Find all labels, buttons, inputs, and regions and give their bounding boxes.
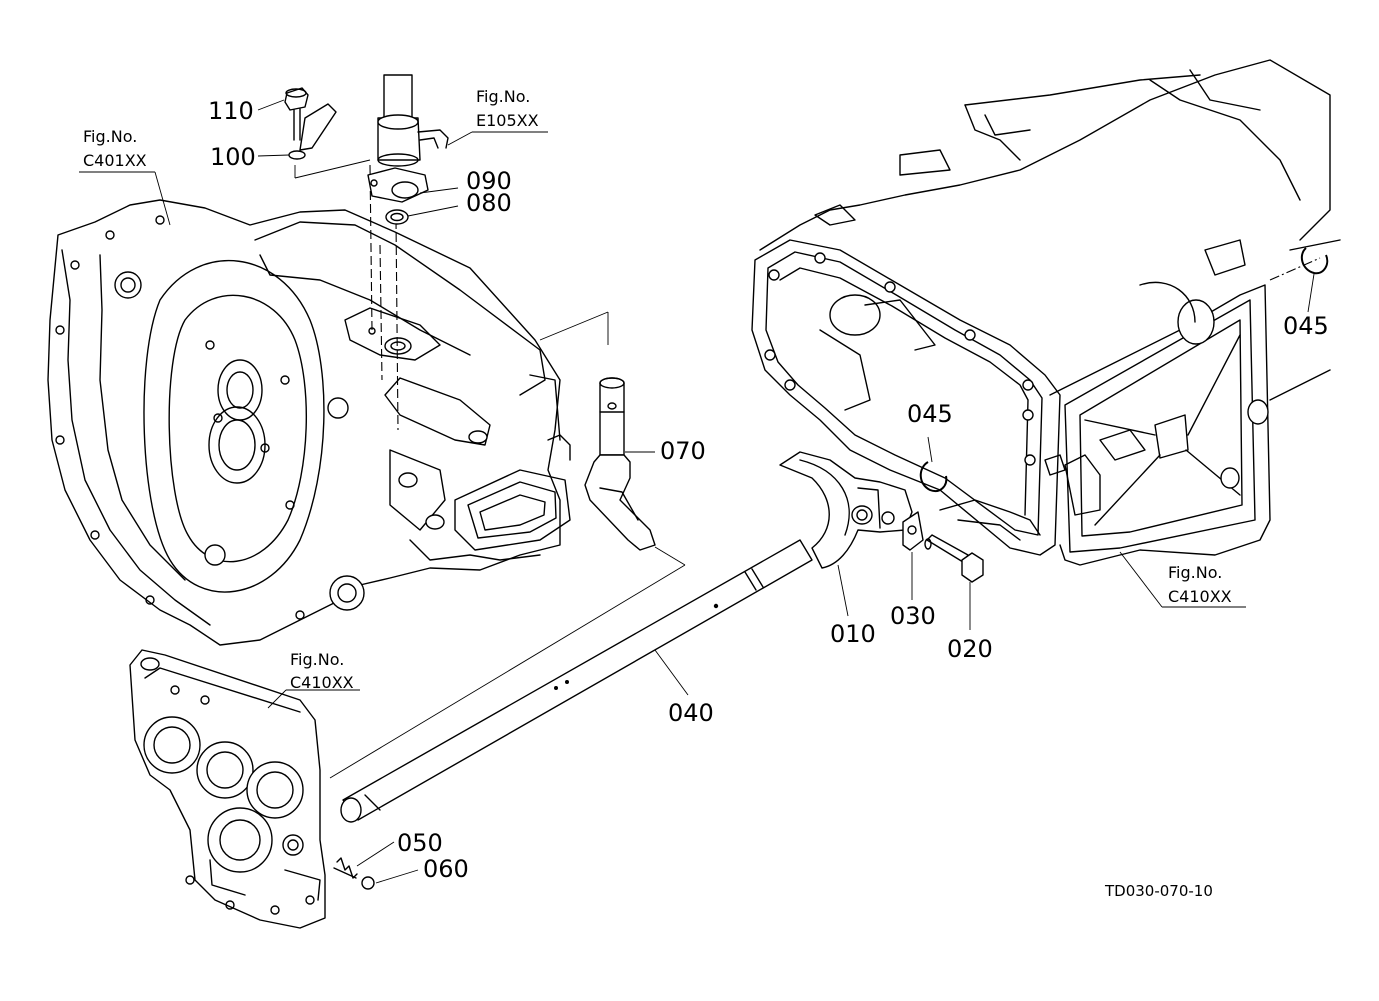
spring-050 (333, 857, 358, 879)
figure-ref-number: C410XX (1168, 587, 1232, 606)
label-050: 050 (397, 829, 443, 857)
figure-references: Fig.No. C401XX Fig.No. E105XX Fig.No. C4… (83, 87, 1232, 692)
circlip-045-right (1300, 247, 1329, 275)
label-060: 060 (423, 855, 469, 883)
figure-ref-c410xx-right: Fig.No. C410XX (1168, 563, 1232, 606)
figure-ref-c401xx: Fig.No. C401XX (83, 127, 147, 170)
label-010: 010 (830, 620, 876, 648)
label-090: 090 (466, 167, 512, 195)
front-housing (47, 164, 571, 646)
label-045-middle: 045 (907, 400, 953, 428)
label-100: 100 (210, 143, 256, 171)
bolt-020 (924, 534, 984, 583)
figure-ref-caption: Fig.No. (476, 87, 530, 106)
part-labels: 110 100 090 080 070 045 045 040 010 030 … (208, 97, 1329, 883)
figure-ref-number: C410XX (290, 673, 354, 692)
label-045-right: 045 (1283, 312, 1329, 340)
lock-plate-030 (902, 511, 924, 551)
lower-cover (129, 649, 326, 929)
label-080: 080 (466, 189, 512, 217)
shift-lever-assembly (284, 74, 449, 225)
label-070: 070 (660, 437, 706, 465)
shift-fork-010 (779, 451, 913, 569)
label-040: 040 (668, 699, 714, 727)
figure-ref-number: C401XX (83, 151, 147, 170)
figure-ref-caption: Fig.No. (290, 650, 344, 669)
label-020: 020 (947, 635, 993, 663)
leader-lines (79, 99, 1315, 884)
figure-ref-caption: Fig.No. (1168, 563, 1222, 582)
ball-060 (361, 876, 375, 890)
rear-housing (751, 59, 1341, 566)
label-110: 110 (208, 97, 254, 125)
figure-ref-caption: Fig.No. (83, 127, 137, 146)
figure-ref-e105xx: Fig.No. E105XX (476, 87, 539, 130)
circlip-045-middle (919, 461, 948, 492)
drawing-code: TD030-070-10 (1104, 882, 1213, 900)
figure-ref-number: E105XX (476, 111, 539, 130)
shift-shaft-070 (539, 311, 686, 566)
figure-ref-c410xx-lower: Fig.No. C410XX (290, 650, 354, 692)
fork-rod-040 (329, 539, 813, 823)
label-030: 030 (890, 602, 936, 630)
